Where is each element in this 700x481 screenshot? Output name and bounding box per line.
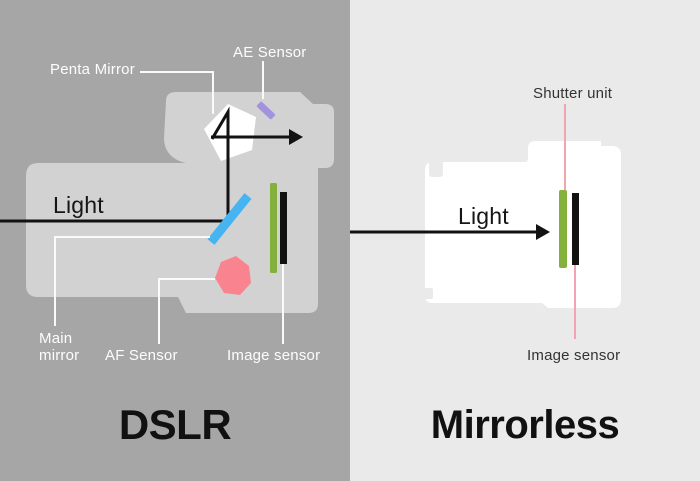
shutter-unit-label: Shutter unit xyxy=(533,85,613,102)
mirrorless-title: Mirrorless xyxy=(430,403,620,447)
ae-sensor-label: AE Sensor xyxy=(233,44,307,61)
light-arrowhead-mirrorless xyxy=(536,224,550,240)
image-sensor-bar-mirrorless xyxy=(572,193,579,265)
light-label-dslr: Light xyxy=(53,192,104,218)
main-mirror-leader-line xyxy=(54,236,210,326)
af-sensor-leader-line xyxy=(158,278,215,344)
shutter-bar-mirrorless xyxy=(559,190,567,268)
image-sensor-label-dslr: Image sensor xyxy=(227,347,321,364)
shutter-bar-dslr xyxy=(270,183,277,273)
light-arrowhead-dslr xyxy=(289,129,303,145)
mirrorless-bottom-notch xyxy=(424,288,433,299)
main-mirror-label: Main mirror xyxy=(39,330,80,364)
penta-mirror-shape xyxy=(204,104,256,161)
image-sensor-label-mirrorless: Image sensor xyxy=(527,347,621,364)
mirrorless-body-silhouette xyxy=(425,141,621,308)
penta-mirror-label: Penta Mirror xyxy=(50,61,135,78)
image-sensor-bar-dslr xyxy=(280,192,287,264)
mirrorless-top-notch xyxy=(429,158,443,177)
main-mirror-shape xyxy=(207,193,252,245)
af-sensor-shape xyxy=(215,256,251,295)
light-path-dslr xyxy=(0,106,289,223)
light-label-mirrorless: Light xyxy=(458,203,509,229)
dslr-body-silhouette xyxy=(26,92,334,313)
ae-sensor-shape xyxy=(256,101,276,120)
penta-mirror-leader-line xyxy=(140,71,214,114)
dslr-title: DSLR xyxy=(118,401,232,448)
af-sensor-label: AF Sensor xyxy=(105,347,178,364)
